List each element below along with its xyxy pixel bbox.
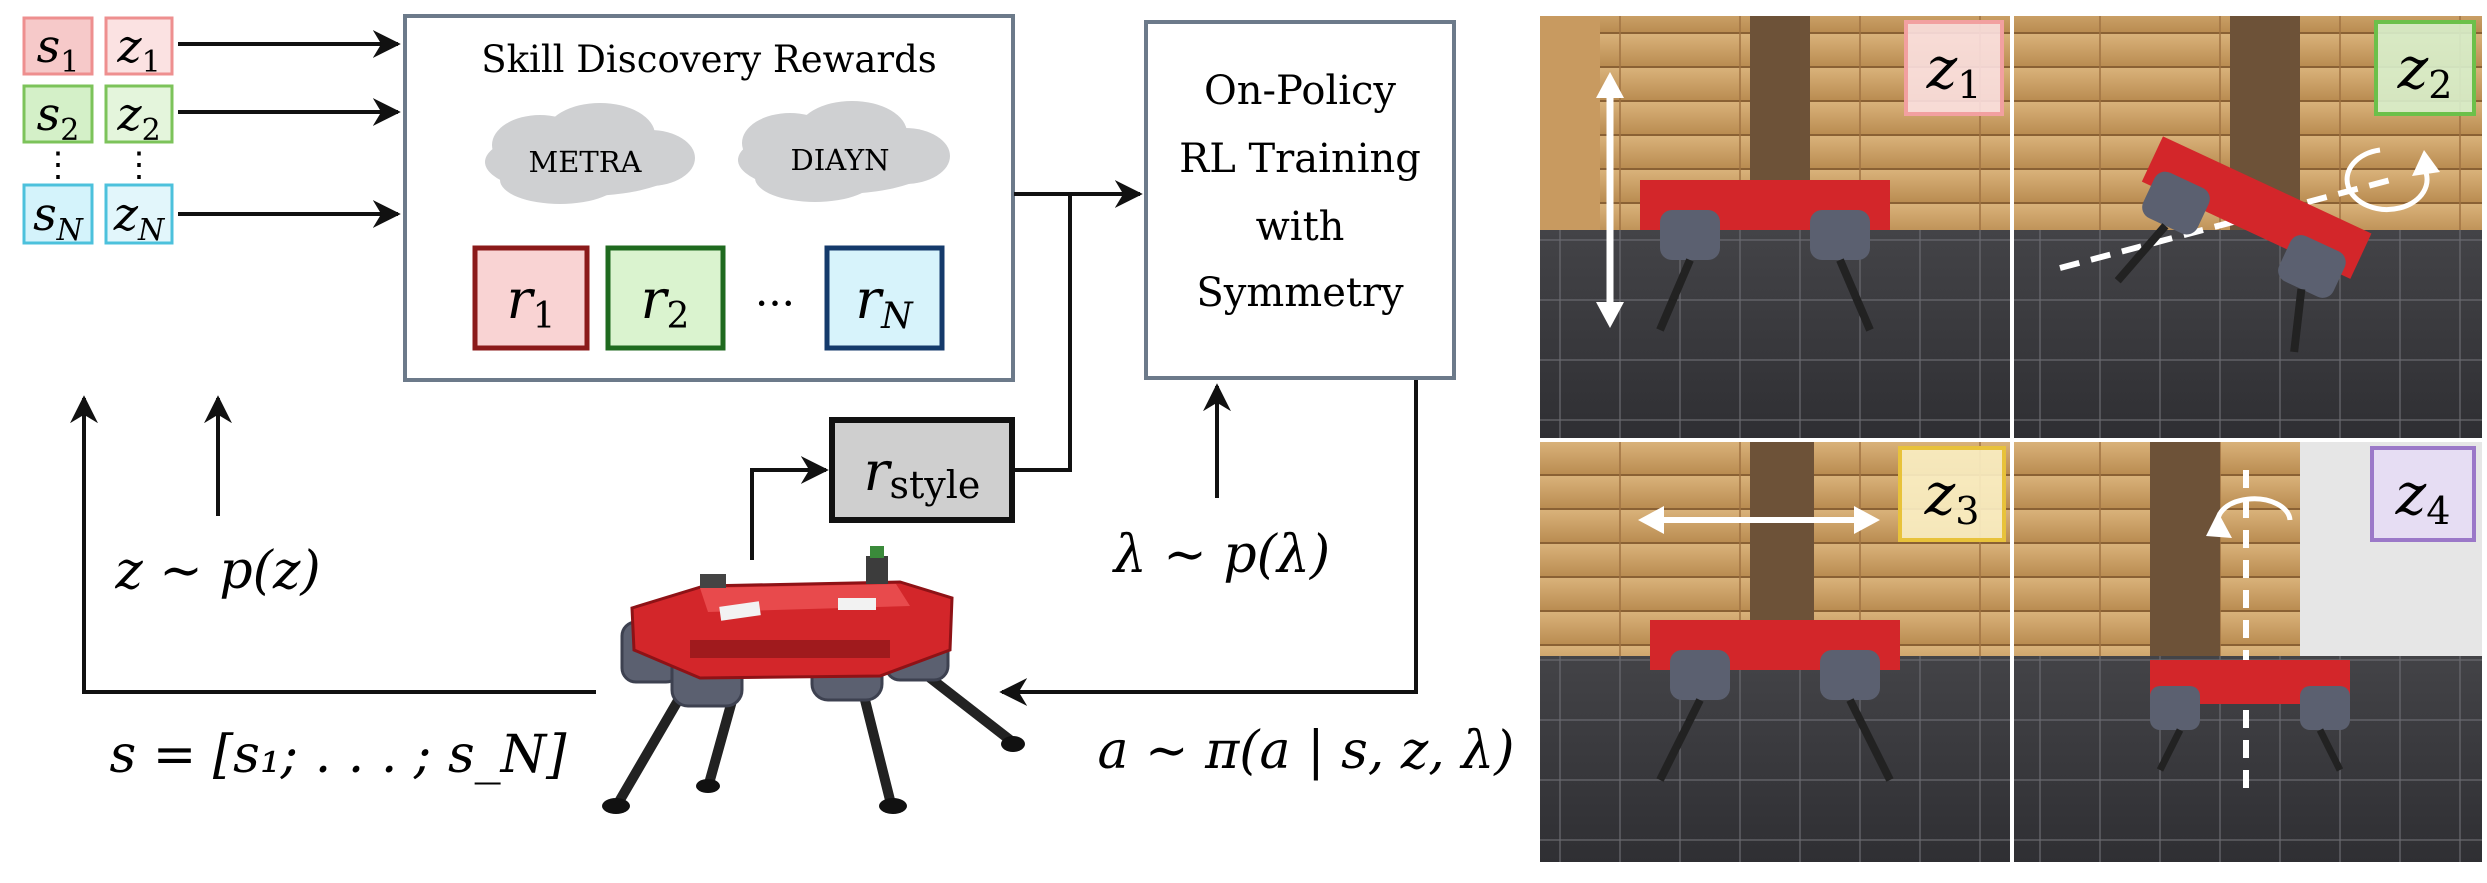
z-sample-label: z ∼ p(z) <box>114 541 320 601</box>
skill-N-base: z <box>113 187 139 241</box>
svg-text:z1: z1 <box>116 19 160 80</box>
svg-text:z2: z2 <box>2397 34 2453 107</box>
svg-text:rstyle: rstyle <box>864 440 981 507</box>
reward-ellipsis: ··· <box>755 279 795 328</box>
photo-1-base: z <box>1926 34 1958 102</box>
training-line-3: with <box>1256 204 1345 250</box>
photo-4-sub: 4 <box>2426 489 2450 533</box>
photo-robots <box>1640 136 2372 782</box>
photo-panel-4 <box>2014 442 2482 862</box>
svg-text:z3: z3 <box>1924 460 1980 533</box>
skill-1-sub: 1 <box>142 45 161 80</box>
state-1-sub: 1 <box>60 45 79 80</box>
cloud-diayn <box>738 101 950 202</box>
rewards-box: Skill Discovery Rewards METRA DIAYN r1 r… <box>403 14 1015 382</box>
reward-tile-1 <box>472 245 590 351</box>
state-dots: ⋮ <box>41 145 75 185</box>
svg-text:sN: sN <box>33 187 85 248</box>
photo-2-sub: 2 <box>2428 63 2452 107</box>
state-column: s1 s2 ⋮ sN <box>22 16 94 248</box>
photo-badge-z1 <box>1904 20 2004 116</box>
state-N-sub: N <box>56 213 85 248</box>
training-line-4: Symmetry <box>1196 270 1404 316</box>
cloud-metra <box>485 103 695 204</box>
skill-tile-N <box>104 183 174 245</box>
skill-1-base: z <box>116 19 142 73</box>
svg-text:rN: rN <box>855 268 914 337</box>
rewards-box-title: Skill Discovery Rewards <box>481 38 937 81</box>
state-2-sub: 2 <box>60 113 79 148</box>
reward-1-base: r <box>507 268 536 331</box>
photo-badge-z4 <box>2370 446 2476 542</box>
photo-3-sub: 3 <box>1955 489 1979 533</box>
state-feedback-arrow <box>70 395 596 694</box>
photo-1-sub: 1 <box>1957 63 1981 107</box>
photo-badge-z3 <box>1898 446 2006 542</box>
svg-text:zN: zN <box>113 187 166 248</box>
robot-to-style-arrow <box>750 456 829 560</box>
reward-2-base: r <box>641 268 670 331</box>
flow-arrows <box>70 194 1418 706</box>
svg-text:r2: r2 <box>641 268 690 337</box>
svg-text:z1: z1 <box>1926 34 1982 107</box>
photo-3-base: z <box>1924 460 1956 528</box>
style-reward-base: r <box>864 440 893 503</box>
reward-N-sub: N <box>880 296 914 337</box>
state-1-base: s <box>37 19 61 73</box>
state-tile-1 <box>22 16 94 76</box>
photo-separators <box>1540 16 2482 862</box>
skill-dots: ⋮ <box>122 145 156 185</box>
state-N-base: s <box>33 187 57 241</box>
photo-badges: z1 z2 z3 z4 <box>1898 20 2476 542</box>
skill-2-sub: 2 <box>142 113 161 148</box>
reward-tile-N <box>824 245 945 351</box>
skill-tile-2 <box>104 84 174 144</box>
state-2-base: s <box>37 87 61 141</box>
policy-action-arrow <box>999 380 1418 706</box>
photo-panel-3 <box>1540 442 2010 862</box>
training-line-2: RL Training <box>1179 136 1421 182</box>
skill-tile-1 <box>104 16 174 76</box>
photo-4-base: z <box>2395 460 2427 528</box>
photo-badge-z2 <box>2374 20 2476 116</box>
svg-text:s2: s2 <box>37 87 80 148</box>
cloud-metra-label: METRA <box>529 145 643 179</box>
state-concat-label: s = [s₁; . . . ; s_N] <box>110 725 568 785</box>
reward-1-sub: 1 <box>532 296 555 337</box>
robot-illustration <box>602 546 1025 814</box>
style-to-training-arrow <box>1014 194 1072 472</box>
lambda-sample-label: λ ∼ p(λ) <box>1112 525 1330 585</box>
skill-2-base: z <box>116 87 142 141</box>
input-arrows <box>178 30 401 228</box>
training-box: On-Policy RL Training with Symmetry <box>1144 20 1456 380</box>
svg-text:r1: r1 <box>507 268 556 337</box>
skill-column: z1 z2 ⋮ zN <box>104 16 174 248</box>
reward-2-sub: 2 <box>666 296 689 337</box>
style-reward-sub: style <box>889 463 980 507</box>
svg-text:z2: z2 <box>116 87 160 148</box>
state-tile-N <box>22 183 94 245</box>
svg-text:z4: z4 <box>2395 460 2451 533</box>
reward-N-base: r <box>855 268 884 331</box>
skill-N-sub: N <box>137 213 166 248</box>
policy-label: a ∼ π(a | s, z, λ) <box>1097 721 1514 781</box>
state-tile-2 <box>22 84 94 144</box>
photo-2-base: z <box>2397 34 2429 102</box>
training-line-1: On-Policy <box>1204 68 1396 114</box>
style-reward-box: rstyle <box>829 417 1015 523</box>
cloud-diayn-label: DIAYN <box>791 143 890 177</box>
svg-text:s1: s1 <box>37 19 80 80</box>
reward-tile-2 <box>605 245 726 351</box>
